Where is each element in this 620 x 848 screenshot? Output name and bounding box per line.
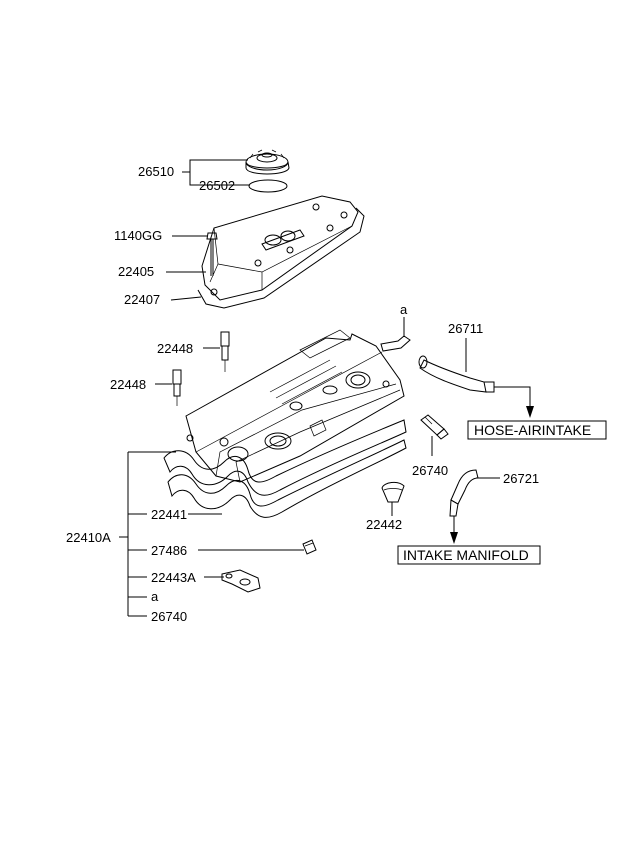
callout-26502: 26502 [199,178,235,193]
callout-22405: 22405 [118,264,154,279]
callout-22443a: 22443A [151,570,196,585]
callout-26510: 26510 [138,164,174,179]
valve-cover-gasket [163,419,407,496]
callout-1140gg: 1140GG [114,228,162,243]
callout-22448-upper: 22448 [157,341,193,356]
callout-a-top: a [400,302,408,317]
intake-manifold-label: INTAKE MANIFOLD [403,547,529,563]
bolt-22448-upper [220,331,230,372]
callout-27486: 27486 [151,543,187,558]
pcv-hose-26711 [418,355,495,393]
valve-cover-gasket-lower [167,439,407,518]
intake-manifold-box [397,545,541,565]
oil-filler-cap [245,149,290,175]
engine-cover-gasket [197,207,365,309]
hose-airintake-box [467,420,607,440]
bolt-1140gg [206,232,218,276]
callout-22410a: 22410A [66,530,111,545]
callout-22407: 22407 [124,292,160,307]
bolt-27486 [302,539,317,555]
callout-26711: 26711 [448,321,483,336]
valve-cover [185,329,405,483]
bracket-22443a [221,569,261,593]
callout-a-low: a [151,589,159,604]
callout-26740-right: 26740 [412,463,448,478]
callout-22448-lower: 22448 [110,377,146,392]
hose-26721 [449,469,479,517]
oil-filler-cap-gasket [248,179,288,193]
callout-22442: 22442 [366,517,402,532]
breather-hose-a [380,335,411,352]
bolt-22448-lower [172,369,182,406]
arrow-to-air-intake [526,406,534,418]
seal-cap-22442 [381,481,405,503]
pcv-valve-26740 [420,414,449,440]
callout-26721: 26721 [503,471,539,486]
hose-airintake-label: HOSE-AIRINTAKE [474,422,591,438]
arrow-to-intake-manifold [450,532,458,544]
callout-26740-left: 26740 [151,609,187,624]
engine-cover [201,195,359,301]
callout-22441: 22441 [151,507,187,522]
